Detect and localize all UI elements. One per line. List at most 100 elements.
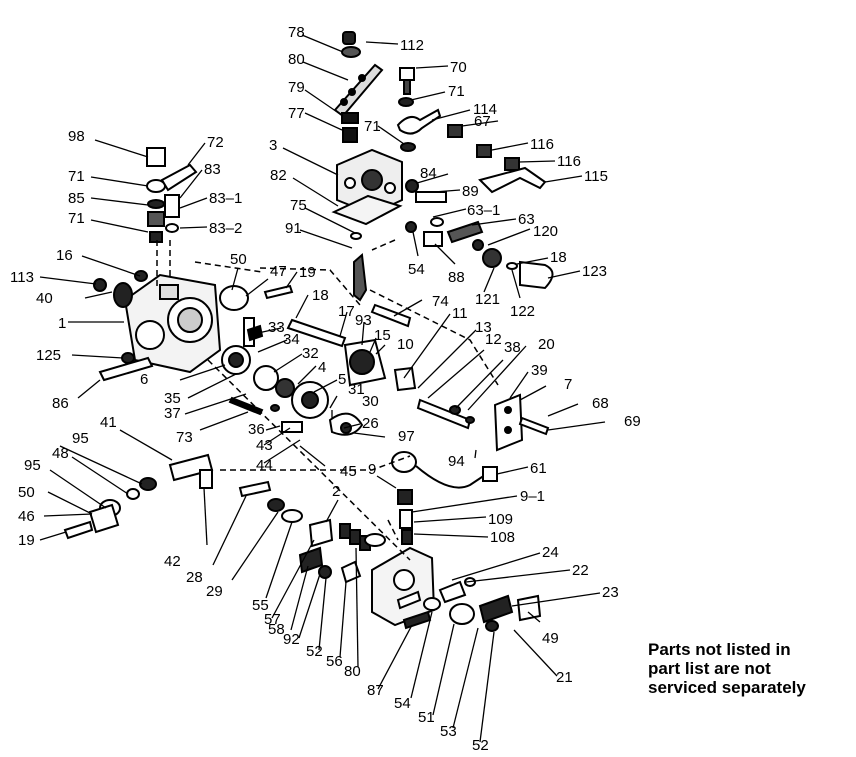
part-callout-110: 52 [472, 737, 489, 754]
part-callout-107: 21 [556, 669, 573, 686]
part-callout-49: 13 [475, 319, 492, 336]
part-callout-10: 3 [269, 137, 277, 154]
part-callout-60: 39 [531, 362, 548, 379]
part-callout-35: 83–2 [209, 220, 242, 237]
part-callout-86: 2 [332, 483, 340, 500]
part-callout-101: 92 [283, 631, 300, 648]
part-callout-54: 34 [283, 331, 300, 348]
part-callout-43: 1 [58, 315, 66, 332]
part-callout-22: 54 [408, 261, 425, 278]
part-callout-0: 78 [288, 24, 305, 41]
part-callout-70: 73 [176, 429, 193, 446]
part-callout-19: 63 [518, 211, 535, 228]
part-callout-24: 18 [550, 249, 567, 266]
part-callout-84: 9–1 [520, 488, 545, 505]
part-callout-28: 98 [68, 128, 85, 145]
part-callout-100: 58 [268, 621, 285, 638]
part-callout-11: 116 [530, 136, 554, 153]
part-callout-59: 4 [318, 359, 326, 376]
note-line-2: part list are not [648, 659, 771, 678]
part-callout-83: 95 [24, 457, 41, 474]
part-callout-13: 115 [584, 168, 608, 185]
part-callout-67: 30 [362, 393, 379, 410]
part-callout-21: 91 [285, 220, 302, 237]
part-callout-34: 71 [68, 210, 85, 227]
part-callout-42: 18 [312, 287, 329, 304]
part-callout-104: 80 [344, 663, 361, 680]
distributor-head [238, 480, 542, 632]
part-callout-17: 63–1 [467, 202, 500, 219]
part-callout-103: 56 [326, 653, 343, 670]
part-callout-85: 50 [18, 484, 35, 501]
part-callout-45: 74 [432, 293, 449, 310]
part-callout-91: 24 [542, 544, 559, 561]
part-callout-93: 28 [186, 569, 203, 586]
upper-fasteners [396, 67, 554, 290]
part-callout-87: 109 [488, 511, 513, 528]
part-callout-96: 23 [602, 584, 619, 601]
part-callout-92: 42 [164, 553, 181, 570]
part-callout-14: 84 [420, 165, 437, 182]
part-callout-1: 112 [400, 37, 424, 54]
note-line-1: Parts not listed in [648, 640, 791, 659]
part-callout-63: 5 [338, 371, 346, 388]
part-callout-3: 70 [450, 59, 467, 76]
part-callout-109: 53 [440, 723, 457, 740]
lower-left-fittings [63, 453, 214, 540]
service-note: Parts not listed in part list are not se… [648, 640, 848, 697]
part-callout-33: 85 [68, 190, 85, 207]
part-callout-79: 61 [530, 460, 547, 477]
part-callout-15: 82 [270, 167, 287, 184]
part-callout-69: 37 [164, 405, 181, 422]
part-callout-78: 94 [448, 453, 465, 470]
part-callout-23: 88 [448, 269, 465, 286]
part-callout-16: 89 [462, 183, 479, 200]
part-callout-44: 17 [338, 303, 355, 320]
part-callout-74: 97 [398, 428, 415, 445]
part-callout-2: 80 [288, 51, 305, 68]
part-callout-73: 43 [256, 437, 273, 454]
part-callout-4: 71 [448, 83, 465, 100]
part-callout-9: 67 [474, 113, 491, 130]
part-callout-99: 49 [542, 630, 559, 647]
part-callout-55: 10 [397, 336, 414, 353]
part-callout-65: 7 [564, 376, 572, 393]
part-callout-5: 79 [288, 79, 305, 96]
part-callout-61: 86 [52, 395, 69, 412]
part-callout-46: 93 [355, 312, 372, 329]
part-callout-30: 83 [204, 161, 221, 178]
part-callout-105: 87 [367, 682, 384, 699]
part-callout-90: 19 [18, 532, 35, 549]
part-callout-26: 121 [475, 291, 500, 308]
part-callout-38: 47 [270, 263, 287, 280]
part-callout-48: 15 [374, 327, 391, 344]
part-callout-77: 9 [368, 461, 376, 478]
part-callout-53: 33 [268, 319, 285, 336]
part-callout-29: 72 [207, 134, 224, 151]
part-callout-106: 54 [394, 695, 411, 712]
part-callout-75: 44 [256, 457, 273, 474]
note-line-3: serviced separately [648, 678, 806, 697]
part-callout-6: 114 [473, 101, 497, 118]
part-callout-89: 108 [490, 529, 515, 546]
part-callout-52: 20 [538, 336, 555, 353]
part-callout-80: 95 [72, 430, 89, 447]
part-callout-47: 11 [452, 305, 468, 322]
alignment-lines [156, 239, 499, 561]
part-callout-31: 71 [68, 168, 85, 185]
pump-housing [93, 270, 222, 382]
part-callout-56: 125 [36, 347, 61, 364]
part-callout-62: 35 [164, 390, 181, 407]
part-callout-71: 36 [248, 421, 265, 438]
part-callout-82: 45 [340, 463, 357, 480]
part-callout-94: 22 [572, 562, 589, 579]
part-callout-40: 113 [10, 269, 34, 286]
part-callout-32: 83–1 [209, 190, 242, 207]
part-drawings [63, 31, 554, 632]
part-callout-66: 68 [592, 395, 609, 412]
part-callout-97: 55 [252, 597, 269, 614]
part-callout-88: 46 [18, 508, 35, 525]
plunger-group [391, 393, 550, 489]
